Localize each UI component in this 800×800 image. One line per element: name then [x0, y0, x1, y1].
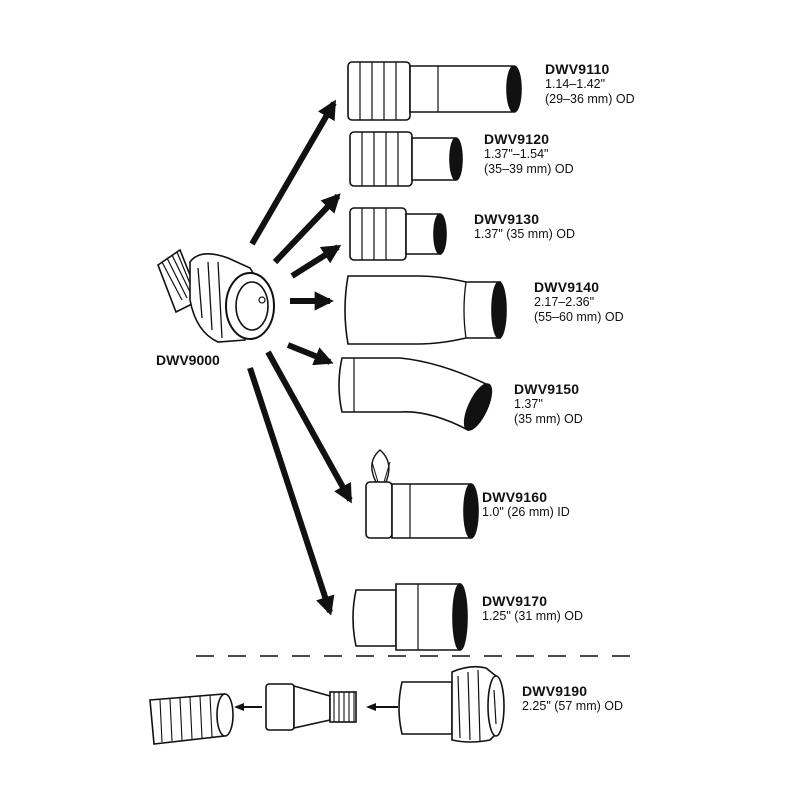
arrow-to-dwv9130 — [290, 244, 342, 279]
dwv9170-drawing — [352, 583, 468, 651]
dwv9120-size-line: (35–39 mm) OD — [484, 162, 574, 176]
arrow-to-dwv9160 — [265, 350, 353, 504]
dwv9120-size-line: 1.37"–1.54" — [484, 147, 549, 161]
dwv9190-size-line: 2.25" (57 mm) OD — [522, 699, 623, 713]
dwv9140-size-line: 2.17–2.36" — [534, 295, 595, 309]
label-dwv9000: DWV9000 — [156, 352, 220, 368]
dwv9130-code: DWV9130 — [474, 211, 540, 227]
dwv9150-size-line: 1.37" — [514, 397, 543, 411]
long-hose — [149, 693, 234, 745]
dwv9140-drawing — [344, 275, 507, 345]
dwv9110-drawing — [347, 61, 522, 121]
label-dwv9120: DWV9120 1.37"–1.54" (35–39 mm) OD — [484, 132, 574, 177]
dwv9150-drawing — [338, 357, 493, 432]
dwv9160-size-line: 1.0" (26 mm) ID — [482, 505, 570, 519]
dwv9150-code: DWV9150 — [514, 381, 580, 397]
arrow-to-dwv9150 — [286, 342, 334, 366]
label-dwv9110: DWV9110 1.14–1.42" (29–36 mm) OD — [545, 62, 635, 107]
dwv9110-size-line: 1.14–1.42" — [545, 77, 606, 91]
label-dwv9160: DWV9160 1.0" (26 mm) ID — [482, 490, 570, 520]
dwv9160-drawing — [365, 449, 479, 539]
dwv9170-code: DWV9170 — [482, 593, 548, 609]
dwv9130-drawing — [349, 207, 447, 261]
dwv9110-size-line: (29–36 mm) OD — [545, 92, 635, 106]
dwv9140-size-line: (55–60 mm) OD — [534, 310, 624, 324]
dwv9000-adapter-drawing — [157, 248, 275, 343]
dwv9110-code: DWV9110 — [545, 61, 610, 77]
dwv9170-size-line: 1.25" (31 mm) OD — [482, 609, 583, 623]
label-dwv9130: DWV9130 1.37" (35 mm) OD — [474, 212, 575, 242]
arrow-to-dwv9110 — [249, 99, 337, 246]
dwv9130-size-line: 1.37" (35 mm) OD — [474, 227, 575, 241]
label-dwv9140: DWV9140 2.17–2.36" (55–60 mm) OD — [534, 280, 624, 325]
label-dwv9150: DWV9150 1.37" (35 mm) OD — [514, 382, 583, 427]
label-dwv9170: DWV9170 1.25" (31 mm) OD — [482, 594, 583, 624]
dwv9190-kit-drawing — [149, 665, 505, 745]
label-dwv9190: DWV9190 2.25" (57 mm) OD — [522, 684, 623, 714]
dwv9190-code: DWV9190 — [522, 683, 588, 699]
arrow-to-dwv9120 — [272, 193, 341, 265]
arrow-to-dwv9170 — [247, 367, 335, 616]
nut-connector — [398, 665, 505, 743]
dwv9150-size-line: (35 mm) OD — [514, 412, 583, 426]
cone-adapter — [265, 683, 357, 731]
dwv9120-drawing — [349, 131, 463, 187]
dwv9160-code: DWV9160 — [482, 489, 548, 505]
arrows — [247, 99, 353, 616]
dwv9140-code: DWV9140 — [534, 279, 600, 295]
dwv9120-code: DWV9120 — [484, 131, 550, 147]
